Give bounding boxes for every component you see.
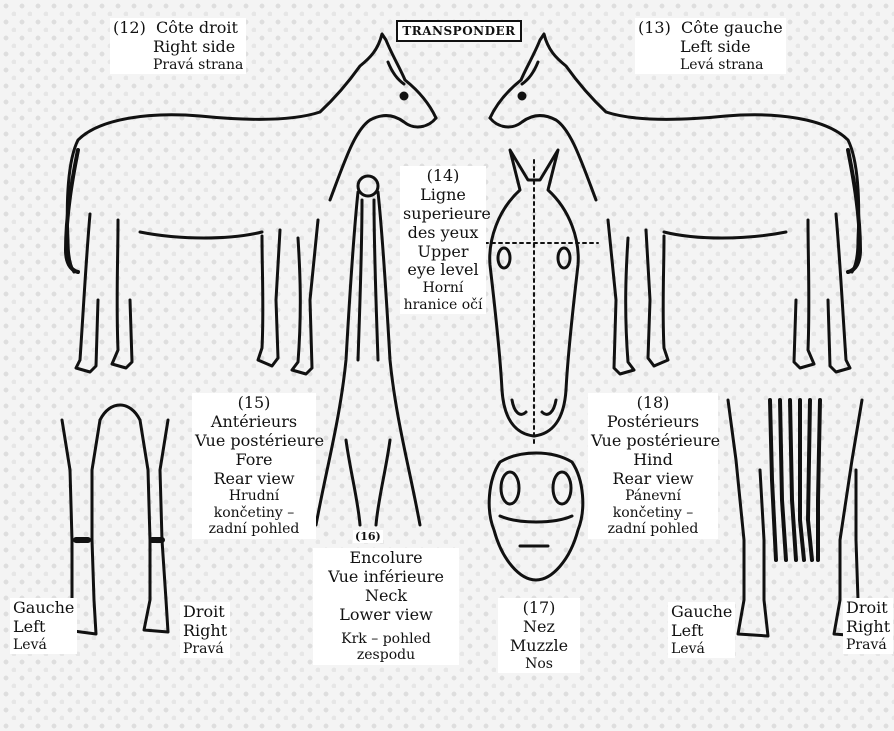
panel-14-caption: (14) Ligne superieure des yeux Upper eye… [400, 166, 486, 314]
hind-left-fr: Gauche [671, 603, 732, 622]
hind-right-cz: Pravá [846, 637, 890, 654]
panel-15-fr-2: Vue postérieure [195, 432, 313, 451]
panel-18-number: (18) [591, 394, 715, 413]
hind-legs-rear-view-figure [728, 400, 862, 636]
fore-right-fr: Droit [183, 603, 227, 622]
panel-16-number: (16) [353, 530, 383, 543]
panel-13-cz: Levá strana [638, 57, 783, 74]
hind-right-en: Right [846, 618, 890, 637]
fore-right-caption: Droit Right Pravá [180, 602, 230, 658]
panel-16-en-1: Neck [316, 587, 456, 606]
panel-12-number: (12) [113, 18, 146, 37]
panel-16-cz-2: zespodu [316, 647, 456, 664]
panel-17-fr: Nez [501, 618, 577, 637]
panel-14-number: (14) [403, 167, 483, 186]
panel-18-fr-2: Vue postérieure [591, 432, 715, 451]
hind-left-en: Left [671, 622, 732, 641]
panel-14-en-2: eye level [403, 261, 483, 280]
head-front-view-figure [478, 150, 598, 445]
panel-13-fr: Côte gauche [681, 18, 783, 37]
panel-15-number: (15) [195, 394, 313, 413]
panel-14-cz-1: Horní [403, 280, 483, 297]
fore-left-cz: Levá [13, 637, 74, 654]
fore-left-en: Left [13, 618, 74, 637]
fore-legs-rear-view-figure [62, 405, 168, 634]
panel-17-number: (17) [501, 599, 577, 618]
panel-18-cz-3: zadní pohled [591, 521, 715, 538]
panel-15-cz-1: Hrudní [195, 488, 313, 505]
panel-18-caption: (18) Postérieurs Vue postérieure Hind Re… [588, 393, 718, 539]
panel-17-en: Muzzle [501, 637, 577, 656]
hind-left-caption: Gauche Left Levá [668, 602, 735, 658]
panel-18-en-1: Hind [591, 451, 715, 470]
panel-18-cz-2: končetiny – [591, 505, 715, 522]
fore-right-en: Right [183, 622, 227, 641]
panel-12-en: Right side [113, 38, 243, 57]
panel-14-fr-2: superieure [403, 205, 483, 224]
panel-15-cz-3: zadní pohled [195, 521, 313, 538]
panel-14-cz-2: hranice očí [403, 297, 483, 314]
panel-14-fr-1: Ligne [403, 186, 483, 205]
panel-16-fr-2: Vue inférieure [316, 568, 456, 587]
hind-left-cz: Levá [671, 641, 732, 658]
panel-18-fr-1: Postérieurs [591, 413, 715, 432]
fore-left-fr: Gauche [13, 599, 74, 618]
fore-left-caption: Gauche Left Levá [10, 598, 77, 654]
fore-right-cz: Pravá [183, 641, 227, 658]
panel-12-caption: (12) Côte droit Right side Pravá strana [110, 18, 246, 74]
panel-13-en: Left side [638, 38, 783, 57]
panel-12-fr: Côte droit [156, 18, 238, 37]
hind-right-fr: Droit [846, 599, 890, 618]
panel-13-caption: (13) Côte gauche Left side Levá strana [635, 18, 786, 74]
panel-18-en-2: Rear view [591, 470, 715, 489]
panel-15-fr-1: Antérieurs [195, 413, 313, 432]
panel-12-cz: Pravá strana [113, 57, 243, 74]
panel-16-caption: Encolure Vue inférieure Neck Lower view … [313, 548, 459, 665]
panel-14-fr-3: des yeux [403, 224, 483, 243]
panel-13-number: (13) [638, 18, 671, 37]
panel-15-caption: (15) Antérieurs Vue postérieure Fore Rea… [192, 393, 316, 539]
panel-17-cz: Nos [501, 656, 577, 673]
panel-16-en-2: Lower view [316, 606, 456, 625]
transponder-label: TRANSPONDER [396, 20, 522, 42]
panel-15-en-1: Fore [195, 451, 313, 470]
panel-17-caption: (17) Nez Muzzle Nos [498, 598, 580, 673]
panel-16-cz-1: Krk – pohled [316, 631, 456, 648]
panel-16-fr-1: Encolure [316, 549, 456, 568]
panel-15-en-2: Rear view [195, 470, 313, 489]
panel-14-en-1: Upper [403, 243, 483, 262]
horse-left-side-figure [490, 34, 860, 374]
panel-18-cz-1: Pánevní [591, 488, 715, 505]
panel-15-cz-2: končetiny – [195, 505, 313, 522]
muzzle-figure [489, 453, 583, 580]
hind-right-caption: Droit Right Pravá [843, 598, 893, 654]
